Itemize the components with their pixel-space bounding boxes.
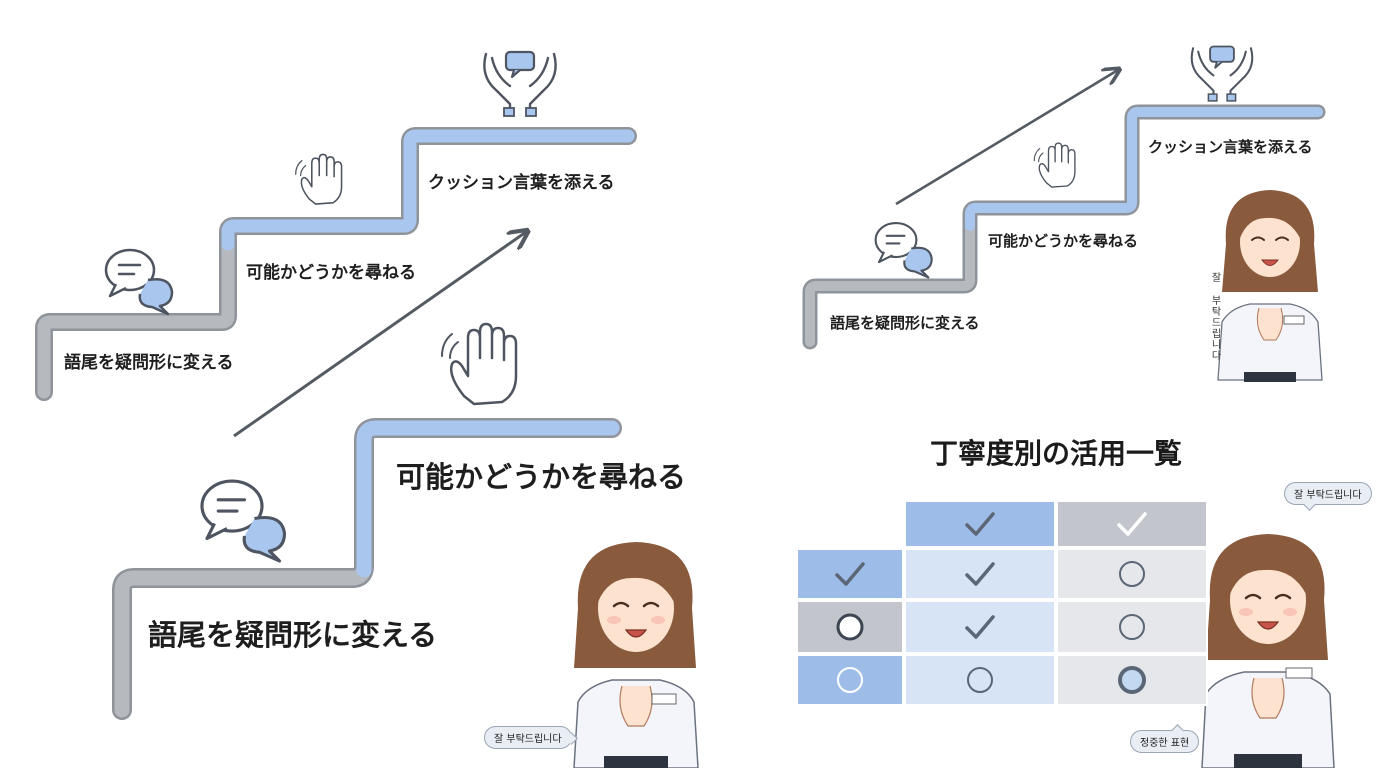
table-cell-r3-c2 <box>1056 654 1208 706</box>
circle-mark-icon <box>1119 614 1145 640</box>
step-label-ask-possibility-large: 可能かどうかを尋ねる <box>396 460 687 494</box>
character-left-bottom <box>573 542 699 768</box>
character-right-bottom <box>1201 534 1335 768</box>
table-cell-r2-c1 <box>904 600 1056 654</box>
table-title: 丁寧度別の活用一覧 <box>930 437 1183 470</box>
progress-arrow-left <box>233 232 526 438</box>
circle-mark-icon <box>836 613 864 641</box>
circle-mark-icon <box>1118 666 1146 694</box>
table-cell-r1-c2 <box>1056 548 1208 600</box>
raised-hand-icon <box>294 153 343 205</box>
check-mark-icon <box>1117 512 1147 536</box>
table-cell-r3-c1 <box>904 654 1056 706</box>
right-top-staircase <box>802 104 1326 350</box>
raised-hand-icon-small <box>1033 142 1076 188</box>
progress-arrow-right <box>895 70 1118 206</box>
speech-bubble-polite-expression: 정중한 표현 <box>1130 730 1200 753</box>
check-mark-icon <box>965 615 995 639</box>
step-label-cushion-words-small: クッション言葉を添える <box>1148 138 1313 156</box>
step-label-cushion-words: クッション言葉を添える <box>428 173 615 193</box>
vertical-greeting-text: 잘 부탁드립니다 <box>1209 272 1220 361</box>
table-cell-r0-c1 <box>904 500 1056 548</box>
table-cell-r3-c0 <box>796 654 904 706</box>
left-bottom-staircase <box>112 418 622 720</box>
open-hands-icon <box>483 50 557 118</box>
chat-bubble-icon <box>104 248 174 316</box>
character-right-top <box>1217 190 1323 382</box>
table-cell-r1-c1 <box>904 548 1056 600</box>
check-mark-icon <box>965 512 995 536</box>
circle-mark-icon <box>837 667 863 693</box>
chat-bubble-icon-large <box>200 479 287 563</box>
table-cell-r2-c0 <box>796 600 904 654</box>
step-label-ask-possibility-small: 可能かどうかを尋ねる <box>988 232 1139 250</box>
open-hands-icon-small <box>1190 45 1254 102</box>
step-label-question-form: 語尾を疑問形に変える <box>64 353 234 373</box>
check-mark-icon <box>965 562 995 586</box>
table-cell-r2-c2 <box>1056 600 1208 654</box>
left-top-staircase <box>35 127 637 401</box>
speech-bubble-greeting-right: 잘 부탁드립니다 <box>1284 482 1372 505</box>
raised-hand-icon-large <box>440 322 518 406</box>
step-label-question-form-large: 語尾を疑問形に変える <box>148 618 438 652</box>
chat-bubble-icon-small <box>874 221 933 279</box>
speech-bubble-greeting-left: 잘 부탁드립니다 <box>484 726 572 749</box>
table-cell-r0-c2 <box>1056 500 1208 548</box>
circle-mark-icon <box>967 667 993 693</box>
circle-mark-icon <box>1119 561 1145 587</box>
step-label-ask-possibility: 可能かどうかを尋ねる <box>246 263 416 283</box>
check-mark-icon <box>835 562 865 586</box>
step-label-question-form-small: 語尾を疑問形に変える <box>830 314 980 332</box>
table-cell-r1-c0 <box>796 548 904 600</box>
